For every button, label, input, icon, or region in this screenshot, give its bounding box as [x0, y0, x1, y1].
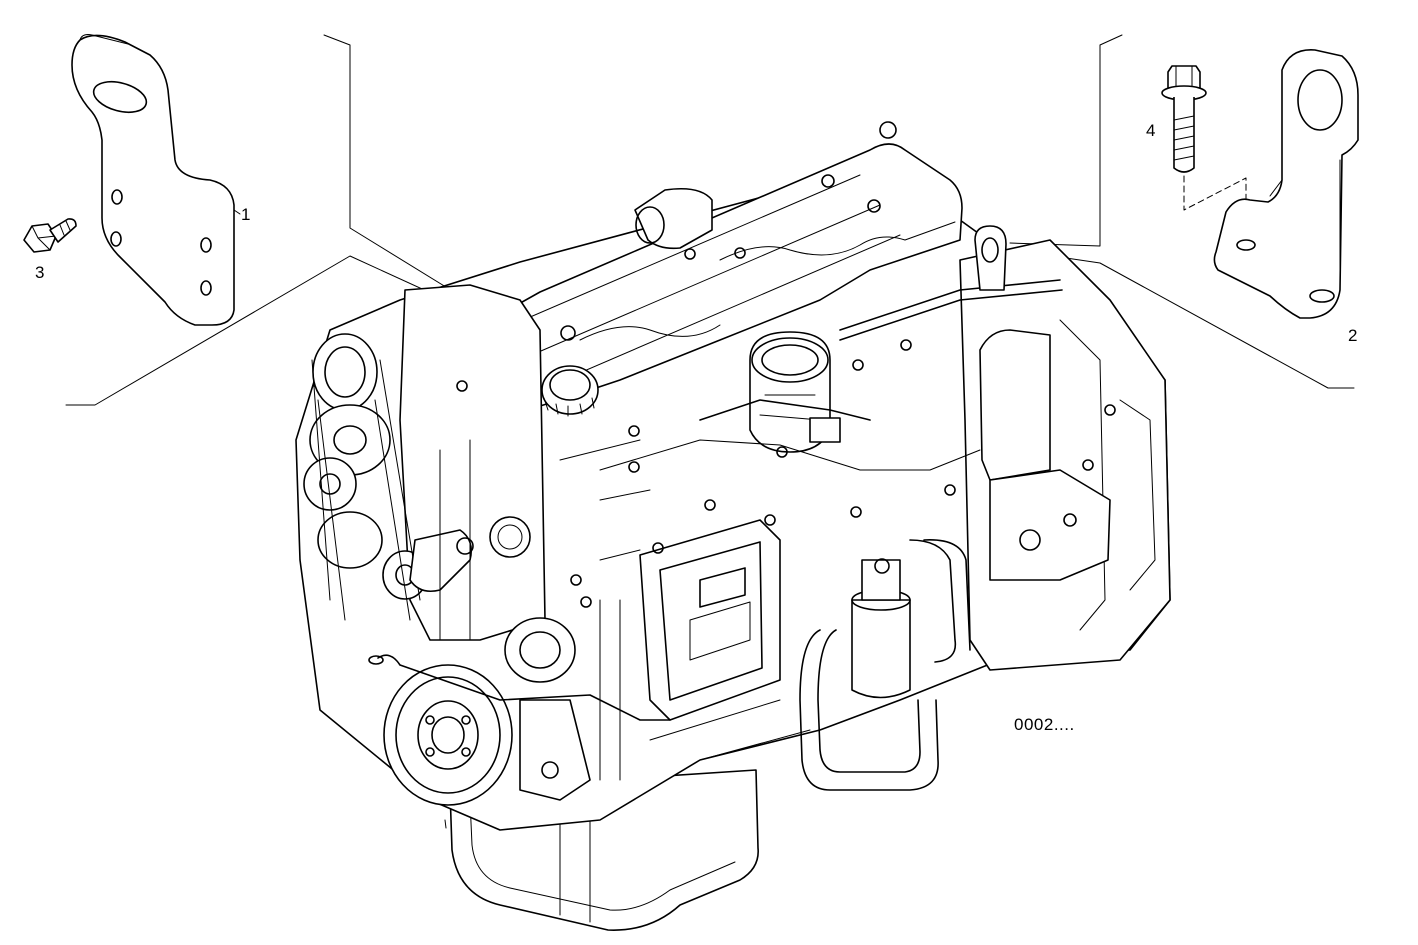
callout-1: 1: [241, 205, 251, 224]
callout-4: 4: [1146, 121, 1156, 140]
short-hex-bolt: [23, 218, 77, 253]
right-mounting-bracket: [1213, 49, 1359, 319]
left-mounting-bracket: [71, 34, 241, 326]
callout-2: 2: [1348, 326, 1358, 345]
callout-3: 3: [35, 263, 45, 282]
flanged-hex-bolt: [1161, 65, 1247, 211]
engine-assembly: [295, 121, 1171, 931]
drawing-code: 0002....: [1014, 715, 1075, 734]
